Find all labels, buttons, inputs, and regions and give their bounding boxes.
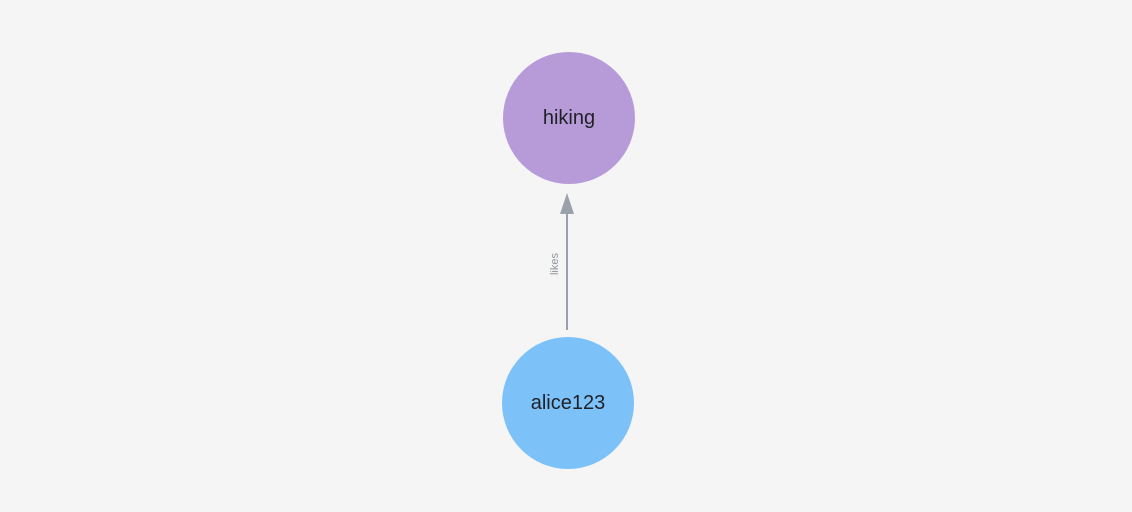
node-label-alice123: alice123 [530,392,606,414]
arrowhead-up-icon [560,193,574,214]
edge-line [566,213,568,330]
edge-label-likes: likes [549,253,561,276]
node-label-hiking: hiking [542,107,596,129]
graph-node-alice123[interactable]: alice123 [502,337,634,469]
graph-node-hiking[interactable]: hiking [503,52,635,184]
